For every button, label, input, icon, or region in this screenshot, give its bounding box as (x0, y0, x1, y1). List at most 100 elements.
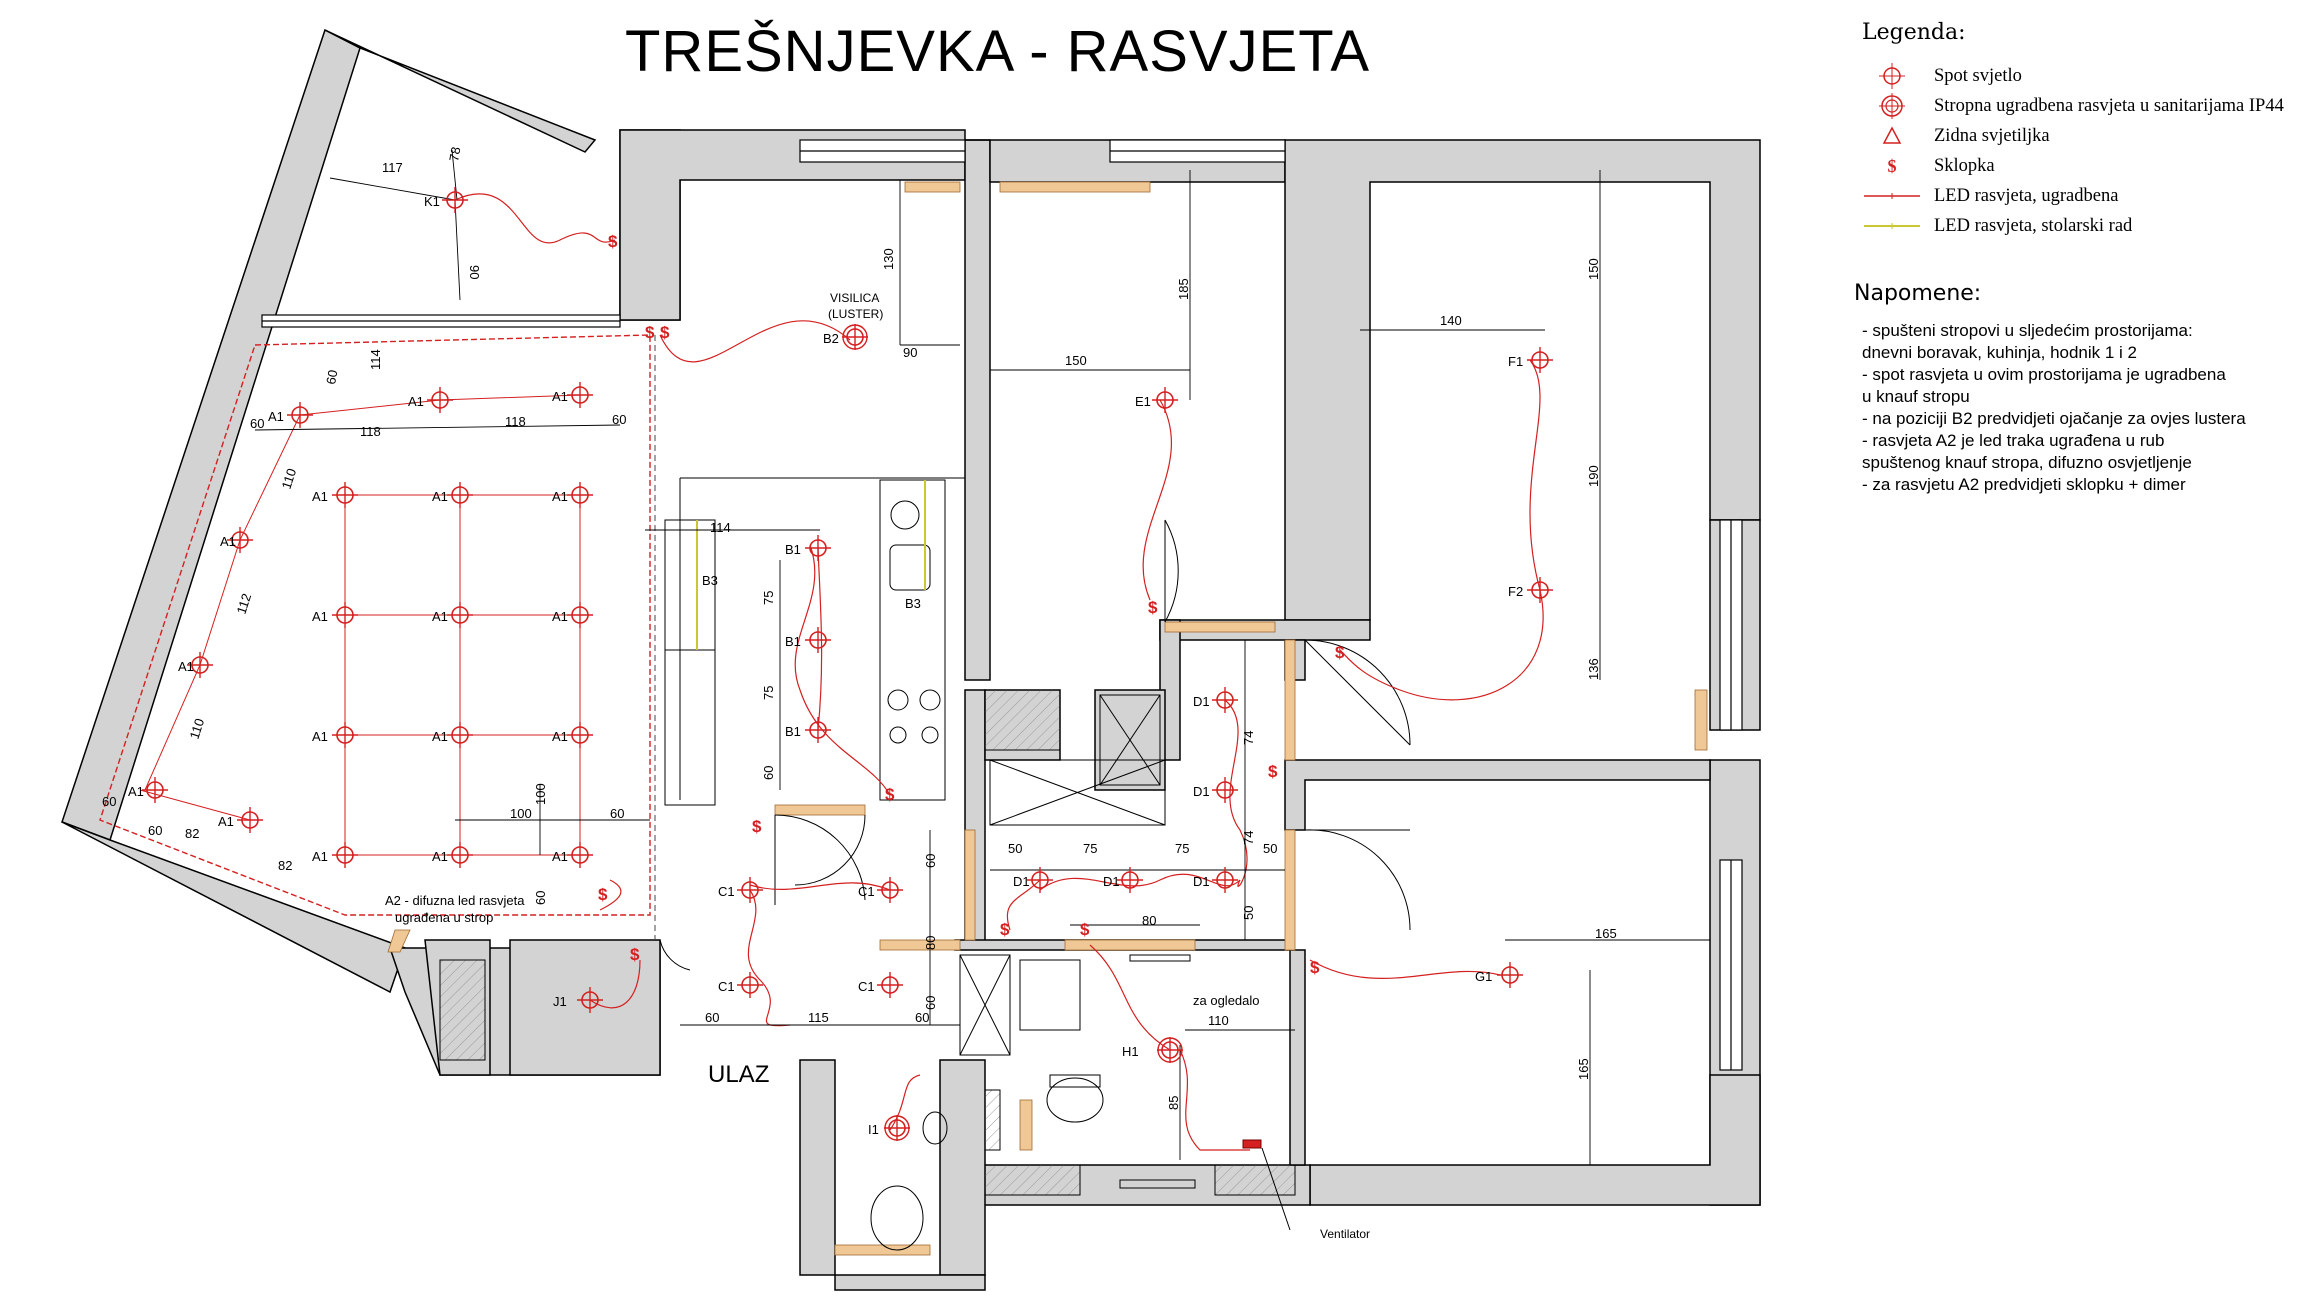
svg-text:118: 118 (360, 424, 381, 439)
svg-text:60: 60 (250, 416, 264, 431)
svg-text:130: 130 (881, 248, 896, 270)
switch-icon: $ (1148, 598, 1158, 617)
svg-text:60: 60 (102, 794, 116, 809)
switches: $ $ $ $ $ $ $ $ $ $ $ $ $ (598, 232, 1345, 977)
svg-text:118: 118 (505, 414, 526, 429)
spot-light-icon (1862, 61, 1922, 91)
svg-text:(LUSTER): (LUSTER) (828, 307, 883, 321)
svg-text:115: 115 (808, 1010, 829, 1025)
floor-plan: $ $ $ $ $ $ $ $ $ $ $ $ $ K1 A1 A1 A1 A1… (61, 28, 1761, 1291)
light-fixtures (141, 186, 1554, 1142)
fan-block (1242, 1139, 1262, 1149)
svg-text:114: 114 (710, 520, 731, 535)
light-a1-icon (566, 381, 594, 409)
svg-text:A1: A1 (178, 659, 194, 674)
svg-text:F2: F2 (1508, 584, 1523, 599)
svg-text:D1: D1 (1193, 874, 1210, 889)
note-line: - rasvjeta A2 je led traka ugrađena u ru… (1862, 431, 2165, 450)
svg-text:A1: A1 (432, 609, 448, 624)
light-c1-icon (876, 971, 904, 999)
svg-text:B2: B2 (823, 331, 839, 346)
light-a1-icon (236, 806, 264, 834)
svg-text:110: 110 (279, 467, 300, 491)
svg-text:G1: G1 (1475, 969, 1492, 984)
light-e1-icon (1151, 386, 1179, 414)
recessed-ceiling-light-icon (1862, 91, 1922, 121)
svg-text:60: 60 (705, 1010, 719, 1025)
light-a1-icon (331, 721, 359, 749)
legend-title: Legenda: (1862, 20, 1966, 45)
svg-text:za ogledalo: za ogledalo (1193, 993, 1260, 1008)
notes-title: Napomene: (1854, 281, 1982, 306)
svg-text:136: 136 (1586, 658, 1601, 680)
svg-text:A1: A1 (552, 849, 568, 864)
svg-text:82: 82 (278, 858, 292, 873)
note-line: - spušteni stropovi u sljedećim prostori… (1862, 321, 2193, 340)
led-recessed-line-icon (1862, 181, 1922, 211)
svg-text:150: 150 (1065, 353, 1087, 368)
light-a1-icon (566, 721, 594, 749)
note-line: u knauf stropu (1862, 387, 1970, 406)
room-lines (659, 477, 1411, 1251)
svg-text:100: 100 (510, 806, 532, 821)
light-b1-icon (804, 534, 832, 562)
svg-text:60: 60 (923, 996, 938, 1010)
legend-label: Stropna ugradbena rasvjeta u sanitarijam… (1934, 95, 2284, 116)
page-title: TREŠNJEVKA - RASVJETA (625, 19, 1371, 84)
legend-label: Spot svjetlo (1934, 65, 2022, 86)
svg-text:82: 82 (185, 826, 199, 841)
svg-text:90: 90 (903, 345, 917, 360)
note-line: - na poziciji B2 predvidjeti ojačanje za… (1862, 409, 2246, 428)
svg-text:A1: A1 (220, 534, 236, 549)
light-a1-icon (446, 601, 474, 629)
switch-icon: $ (1310, 958, 1320, 977)
windows (261, 139, 1743, 1071)
switch-icon: $ (752, 817, 762, 836)
svg-text:A1: A1 (312, 729, 328, 744)
svg-text:150: 150 (1586, 258, 1601, 280)
svg-text:60: 60 (610, 806, 624, 821)
svg-text:Ventilator: Ventilator (1320, 1227, 1370, 1241)
light-d1-icon (1026, 866, 1054, 894)
joinery-led (696, 480, 926, 650)
switch-icon: $ (608, 232, 618, 251)
light-i1-icon (883, 1114, 911, 1142)
switch-icon: $ (630, 945, 640, 964)
wall-lamp-icon (1862, 121, 1922, 151)
note-line: - za rasvjetu A2 predvidjeti sklopku + d… (1862, 475, 2186, 494)
light-a1-icon (426, 386, 454, 414)
svg-text:A2 - difuzna led rasvjeta: A2 - difuzna led rasvjeta (385, 893, 525, 908)
svg-text:C1: C1 (718, 979, 735, 994)
legend-item: $ Sklopka (1862, 151, 2302, 181)
switch-icon: $ (1887, 155, 1897, 176)
svg-text:K1: K1 (424, 194, 440, 209)
svg-text:E1: E1 (1135, 394, 1151, 409)
svg-text:75: 75 (761, 686, 776, 700)
svg-text:D1: D1 (1193, 784, 1210, 799)
dimension-numbers: 117 78 90 60 118 118 60 110 112 110 60 6… (102, 146, 1617, 1110)
switch-icon: $ (1000, 920, 1010, 939)
svg-text:140: 140 (1440, 313, 1462, 328)
svg-text:B1: B1 (785, 634, 801, 649)
svg-text:C1: C1 (718, 884, 735, 899)
svg-text:B3: B3 (905, 596, 921, 611)
switch-icon: $ (598, 885, 608, 904)
svg-text:110: 110 (1208, 1013, 1229, 1028)
note-line: spuštenog knauf stropa, difuzno osvjetlj… (1862, 453, 2192, 472)
light-a1-icon (566, 601, 594, 629)
svg-text:75: 75 (1175, 841, 1189, 856)
svg-text:75: 75 (1083, 841, 1097, 856)
legend-item: Zidna svjetiljka (1862, 121, 2302, 151)
legend-panel: Legenda: Spot svjetlo Stropna ugradbena … (1854, 20, 2302, 496)
light-a1-icon (141, 776, 169, 804)
svg-text:ULAZ: ULAZ (708, 1061, 769, 1088)
switch-icon: $ (885, 785, 895, 804)
svg-text:B1: B1 (785, 542, 801, 557)
svg-text:A1: A1 (128, 784, 144, 799)
light-a1-icon (331, 481, 359, 509)
svg-text:60: 60 (533, 891, 548, 905)
light-d1-icon (1211, 866, 1239, 894)
note-line: - spot rasvjeta u ovim prostorijama je u… (1862, 365, 2226, 384)
mirror-mark (1129, 954, 1191, 962)
svg-text:50: 50 (1008, 841, 1022, 856)
